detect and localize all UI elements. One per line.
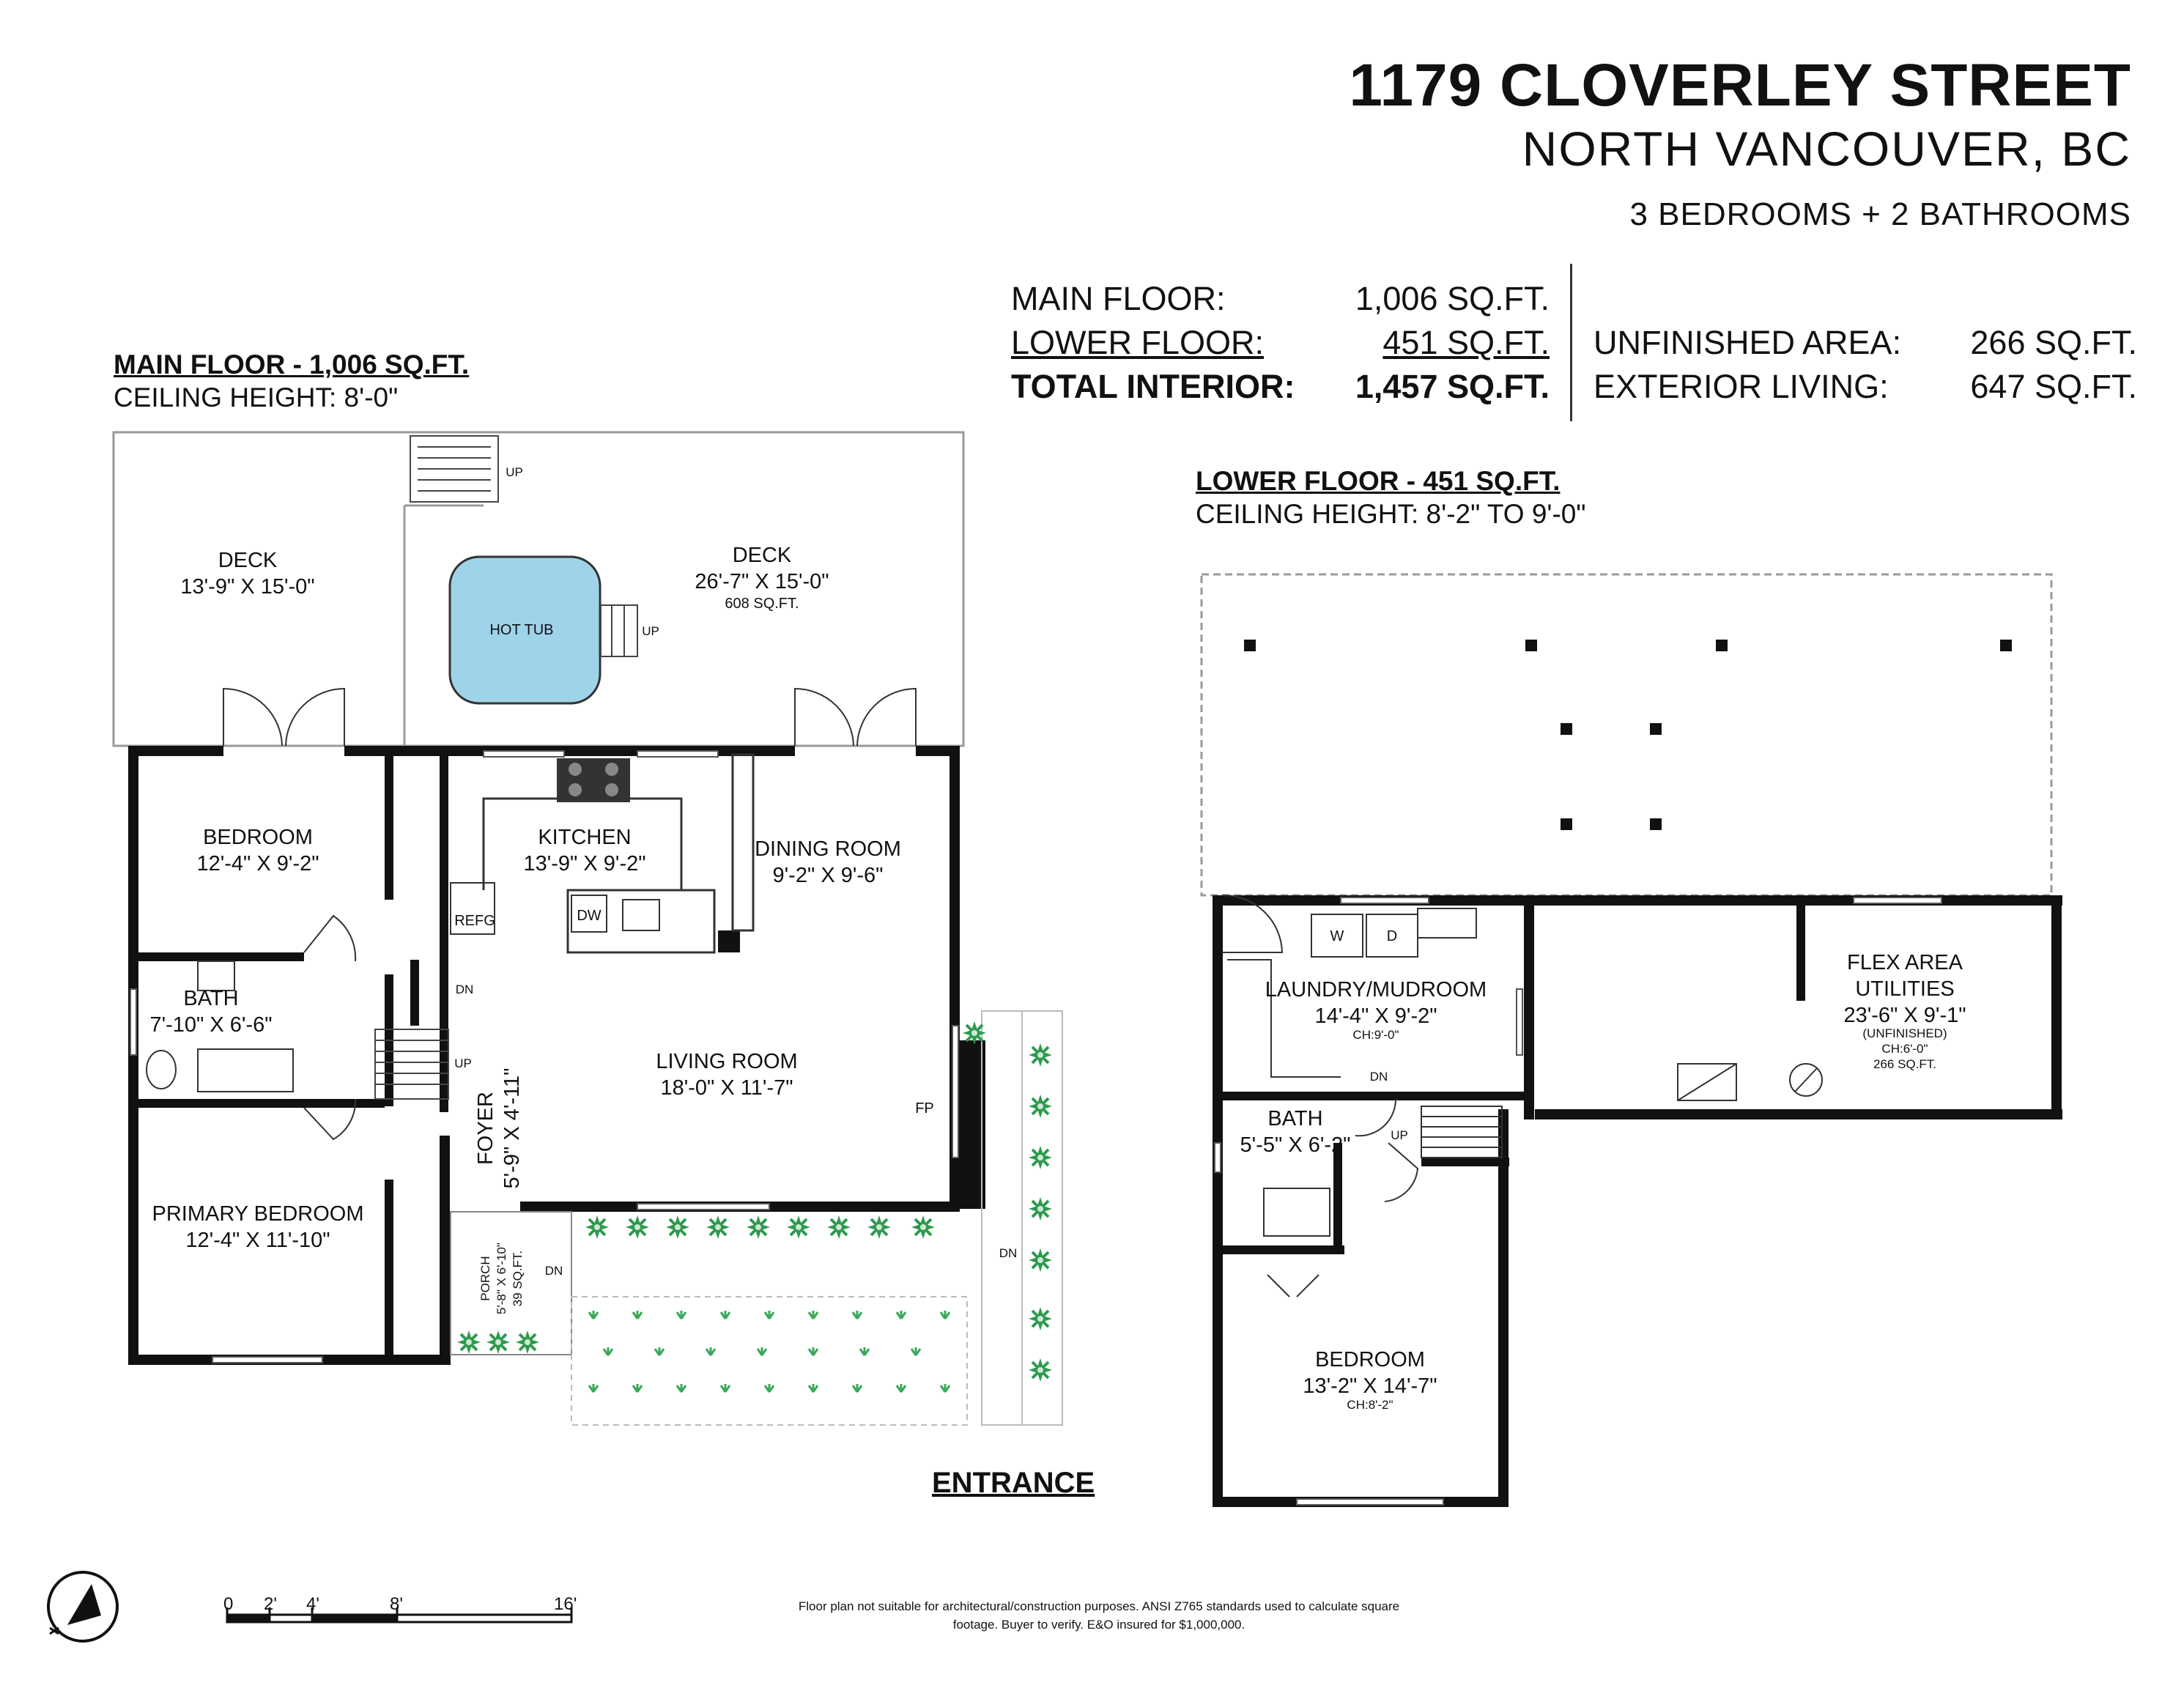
lower-bedroom-dim: 13'-2" X 14'-7" [1303, 1374, 1437, 1398]
deck-left-name: DECK [218, 549, 278, 572]
flex-name-2: UTILITIES [1855, 977, 1954, 1001]
laundry-ch: CH:9'-0" [1352, 1028, 1399, 1042]
scale-label-2: 2' [264, 1594, 277, 1614]
interior-stairs-up-label: UP [454, 1056, 472, 1070]
scale-label-8: 8' [390, 1594, 403, 1614]
porch-dim: 5'-8" X 6'-10" [495, 1243, 508, 1314]
kitchen-dim: 13'-9" X 9'-2" [523, 852, 645, 876]
sink-icon [622, 899, 660, 931]
sink-icon [1417, 908, 1477, 939]
door-swings [223, 687, 917, 1141]
living-name: LIVING ROOM [656, 1050, 797, 1073]
unfinished-area-value: 266 SQ.FT. [1970, 324, 2137, 361]
main-floor-ceiling: CEILING HEIGHT: 8'-0" [114, 382, 399, 412]
lower-bedroom-ch: CH:8'-2" [1347, 1398, 1393, 1412]
foyer-name: FOYER [474, 1092, 497, 1165]
deck-left-dim: 13'-9" X 15'-0" [180, 575, 314, 599]
bedroom-bathroom-count: 3 BEDROOMS + 2 BATHROOMS [1629, 196, 2131, 232]
living-dim: 18'-0" X 11'-7" [660, 1076, 793, 1100]
exterior-living-value: 647 SQ.FT. [1970, 368, 2137, 405]
refrigerator [450, 882, 495, 935]
total-interior-label: TOTAL INTERIOR: [1011, 368, 1295, 405]
lower-bedroom-name: BEDROOM [1315, 1348, 1425, 1372]
summary-divider [1570, 264, 1572, 421]
bathtub-icon [197, 1048, 294, 1092]
shower-icon [1263, 1188, 1330, 1237]
dishwasher-label: DW [577, 908, 601, 924]
hot-tub-label: HOT TUB [489, 622, 553, 638]
flex-area: 266 SQ.FT. [1873, 1057, 1936, 1071]
laundry-dim: 14'-4" X 9'-2" [1314, 1004, 1437, 1028]
scale-bar [226, 1607, 573, 1624]
deck-right-name: DECK [733, 544, 792, 567]
main-floor-plan: DECK 13'-9" X 15'-0" DECK 26'-7" X 15'-0… [112, 431, 1063, 1426]
refrigerator-label: REFG [454, 913, 495, 929]
bath-name: BATH [183, 987, 238, 1010]
north-arrow-icon [47, 1571, 119, 1643]
flex-ch: CH:6'-0" [1881, 1042, 1928, 1056]
walkway-dn-label: DN [999, 1246, 1018, 1260]
porch-name: PORCH [478, 1256, 492, 1300]
scale-label-0: 0 [223, 1594, 234, 1614]
utility-icon [1789, 1063, 1823, 1097]
hot-tub-stairs-up-label: UP [642, 624, 659, 638]
laundry-name: LAUNDRY/MUDROOM [1265, 978, 1487, 1002]
kitchen-name: KITCHEN [538, 826, 631, 849]
main-floor-title: MAIN FLOOR - 1,006 SQ.FT. [114, 349, 470, 380]
bedroom-name: BEDROOM [203, 826, 313, 849]
lower-floor-label: LOWER FLOOR: [1011, 324, 1265, 361]
main-floor-label: MAIN FLOOR: [1011, 280, 1226, 317]
lower-stairs-dn-label: DN [1370, 1070, 1388, 1084]
primary-bedroom-dim: 12'-4" X 11'-10" [185, 1229, 330, 1252]
flex-dim: 23'-6" X 9'-1" [1843, 1004, 1966, 1027]
porch-area: 39 SQ.FT. [511, 1251, 525, 1307]
property-city: NORTH VANCOUVER, BC [1522, 122, 2131, 176]
lower-bath-name: BATH [1267, 1107, 1322, 1130]
deck-right-area: 608 SQ.FT. [725, 596, 799, 612]
crawlspace-outline [1200, 573, 2053, 897]
flex-unfinished: (UNFINISHED) [1862, 1026, 1947, 1040]
toilet-icon [146, 1050, 177, 1089]
dishwasher [571, 895, 607, 933]
property-address: 1179 CLOVERLEY STREET [1349, 52, 2131, 119]
dining-name: DINING ROOM [755, 837, 901, 861]
primary-bedroom-name: PRIMARY BEDROOM [152, 1202, 364, 1226]
stove-icon [557, 758, 630, 802]
porch-dn-label: DN [545, 1264, 563, 1278]
disclaimer-text: Floor plan not suitable for architectura… [798, 1599, 1400, 1632]
deck-stairs-up-label: UP [506, 465, 523, 479]
scale-label-16: 16' [554, 1594, 577, 1614]
bath-dim: 7'-10" X 6'-6" [149, 1013, 272, 1037]
washer-label: W [1330, 928, 1344, 944]
unfinished-area-label: UNFINISHED AREA: [1593, 324, 1902, 361]
porch [450, 1211, 572, 1355]
lower-stairs-up-label: UP [1391, 1128, 1408, 1142]
lower-floor-value: 451 SQ.FT. [1382, 324, 1550, 361]
interior-stairs-dn-label: DN [456, 982, 474, 996]
dining-dim: 9'-2" X 9'-6" [773, 864, 884, 887]
fireplace-label: FP [915, 1100, 934, 1117]
entrance-label: ENTRANCE [932, 1467, 1095, 1499]
scale-label-4: 4' [306, 1594, 319, 1614]
total-interior-value: 1,457 SQ.FT. [1355, 368, 1550, 405]
deck-stairs [410, 435, 499, 503]
lower-floor-walls [1213, 895, 2062, 1507]
foyer-dim: 5'-9" X 4'-11" [500, 1068, 524, 1189]
main-floor-value: 1,006 SQ.FT. [1355, 280, 1550, 317]
deck-right-dim: 26'-7" X 15'-0" [695, 570, 829, 593]
bedroom-dim: 12'-4" X 9'-2" [196, 852, 319, 876]
lower-floor-plan: LAUNDRY/MUDROOM 14'-4" X 9'-2" CH:9'-0" … [1200, 573, 2062, 1507]
lawn-sprouts [588, 1309, 951, 1393]
flex-name-1: FLEX AREA [1847, 951, 1963, 974]
lower-floor-ceiling: CEILING HEIGHT: 8'-2" TO 9'-0" [1196, 499, 1586, 529]
dryer-label: D [1387, 928, 1397, 944]
lower-bath-dim: 5'-5" X 6'-2" [1240, 1133, 1351, 1157]
lower-floor-title: LOWER FLOOR - 451 SQ.FT. [1196, 466, 1561, 496]
exterior-living-label: EXTERIOR LIVING: [1593, 368, 1889, 405]
support-posts [1244, 640, 2012, 830]
interior-stairs [374, 1029, 449, 1100]
windows [130, 750, 959, 1363]
washer-icon [1311, 914, 1363, 958]
